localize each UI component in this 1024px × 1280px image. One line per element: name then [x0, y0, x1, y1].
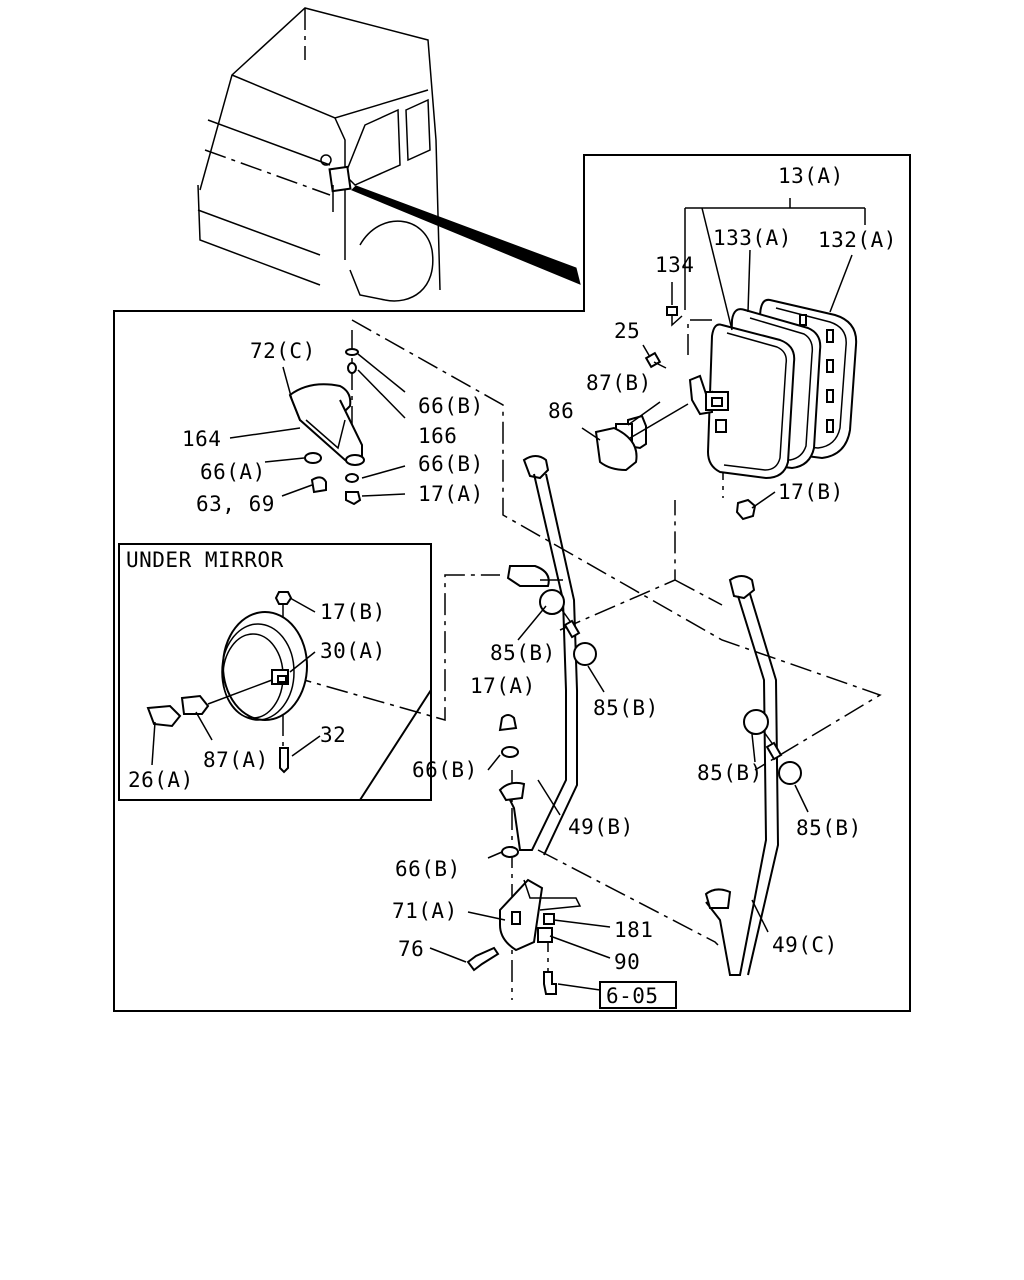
label-17b-main: 17(B) — [778, 480, 844, 504]
label-87b: 87(B) — [586, 371, 652, 395]
label-72c: 72(C) — [250, 339, 316, 363]
label-87a: 87(A) — [203, 748, 269, 772]
label-166: 166 — [418, 424, 457, 448]
label-134: 134 — [655, 253, 694, 277]
label-86: 86 — [548, 399, 574, 423]
label-17b-inset: 17(B) — [320, 600, 386, 624]
label-85b-4: 85(B) — [796, 816, 862, 840]
stay-72c — [288, 348, 365, 506]
label-133a: 133(A) — [713, 226, 792, 250]
under-mirror-inset — [118, 543, 432, 801]
detail-frame — [113, 154, 911, 1012]
label-90: 90 — [614, 950, 640, 974]
label-71a: 71(A) — [392, 899, 458, 923]
label-26a: 26(A) — [128, 768, 194, 792]
clamp-87b-86 — [594, 403, 689, 472]
label-66b-2: 66(B) — [418, 452, 484, 476]
label-17a-1: 17(A) — [418, 482, 484, 506]
label-85b-2: 85(B) — [593, 696, 659, 720]
leader-lines — [151, 198, 866, 991]
label-17a-2: 17(A) — [470, 674, 536, 698]
label-181: 181 — [614, 918, 653, 942]
label-66b-1: 66(B) — [418, 394, 484, 418]
label-49b: 49(B) — [568, 815, 634, 839]
label-76: 76 — [398, 937, 424, 961]
label-85b-1: 85(B) — [490, 641, 556, 665]
stay-49c — [704, 575, 802, 976]
label-30a: 30(A) — [320, 639, 386, 663]
main-mirror-assembly — [644, 298, 858, 521]
label-25: 25 — [614, 319, 640, 343]
reference-label: 6-05 — [606, 984, 659, 1008]
label-49c: 49(C) — [772, 933, 838, 957]
under-mirror-parts — [146, 591, 308, 774]
label-66a: 66(A) — [200, 460, 266, 484]
reference-6-05[interactable]: 6-05 — [599, 981, 677, 1009]
label-13a: 13(A) — [778, 164, 844, 188]
stay-49b — [498, 455, 597, 858]
label-164: 164 — [182, 427, 221, 451]
label-32: 32 — [320, 723, 346, 747]
label-66b-3: 66(B) — [412, 758, 478, 782]
inset-title: UNDER MIRROR — [126, 548, 284, 572]
label-66b-4: 66(B) — [395, 857, 461, 881]
label-6369: 63, 69 — [196, 492, 275, 516]
truck-cab-overview — [197, 7, 581, 302]
bracket-71a — [466, 878, 582, 995]
label-132a: 132(A) — [818, 228, 897, 252]
part-labels: UNDER MIRROR 13(A) 133(A) 132(A) 134 25 … — [126, 164, 897, 974]
label-85b-3: 85(B) — [697, 761, 763, 785]
